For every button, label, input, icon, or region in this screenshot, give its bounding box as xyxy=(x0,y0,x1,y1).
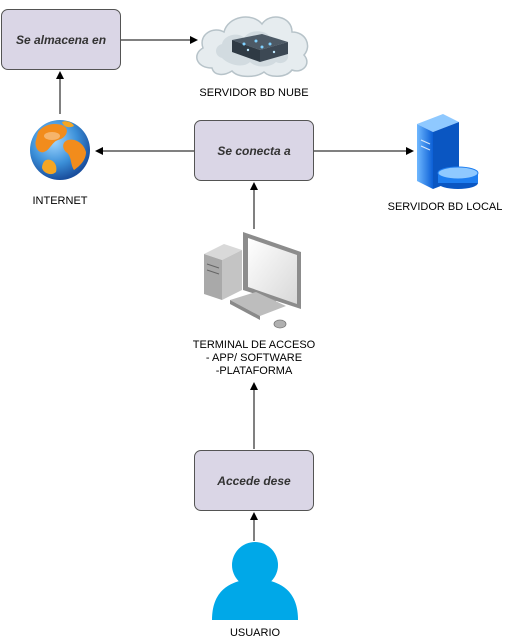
label-terminal-line1: TERMINAL DE ACCESO xyxy=(192,339,316,351)
user-icon xyxy=(212,542,298,620)
desktop-computer-icon xyxy=(204,232,301,329)
box-se-almacena-en[interactable]: Se almacena en xyxy=(1,9,121,70)
label-terminal-line2: - APP/ SOFTWARE xyxy=(205,352,303,364)
box-accede-dese[interactable]: Accede dese xyxy=(194,450,314,511)
box-accede-dese-label: Accede dese xyxy=(217,473,291,488)
cloud-server-icon xyxy=(196,16,309,78)
database-server-icon xyxy=(417,114,479,189)
label-terminal-line3: -PLATAFORMA xyxy=(215,365,293,377)
label-servidor-bd-nube: SERVIDOR BD NUBE xyxy=(199,87,309,99)
label-internet: INTERNET xyxy=(32,195,88,207)
label-usuario: USUARIO xyxy=(229,627,281,639)
label-terminal-de-acceso: TERMINAL DE ACCESO - APP/ SOFTWARE -PLAT… xyxy=(164,339,344,378)
box-se-conecta-a[interactable]: Se conecta a xyxy=(194,120,314,181)
box-se-almacena-en-label: Se almacena en xyxy=(15,32,107,47)
internet-globe-icon xyxy=(30,120,90,180)
label-servidor-bd-local: SERVIDOR BD LOCAL xyxy=(387,201,503,213)
box-se-conecta-a-label: Se conecta a xyxy=(217,143,291,158)
